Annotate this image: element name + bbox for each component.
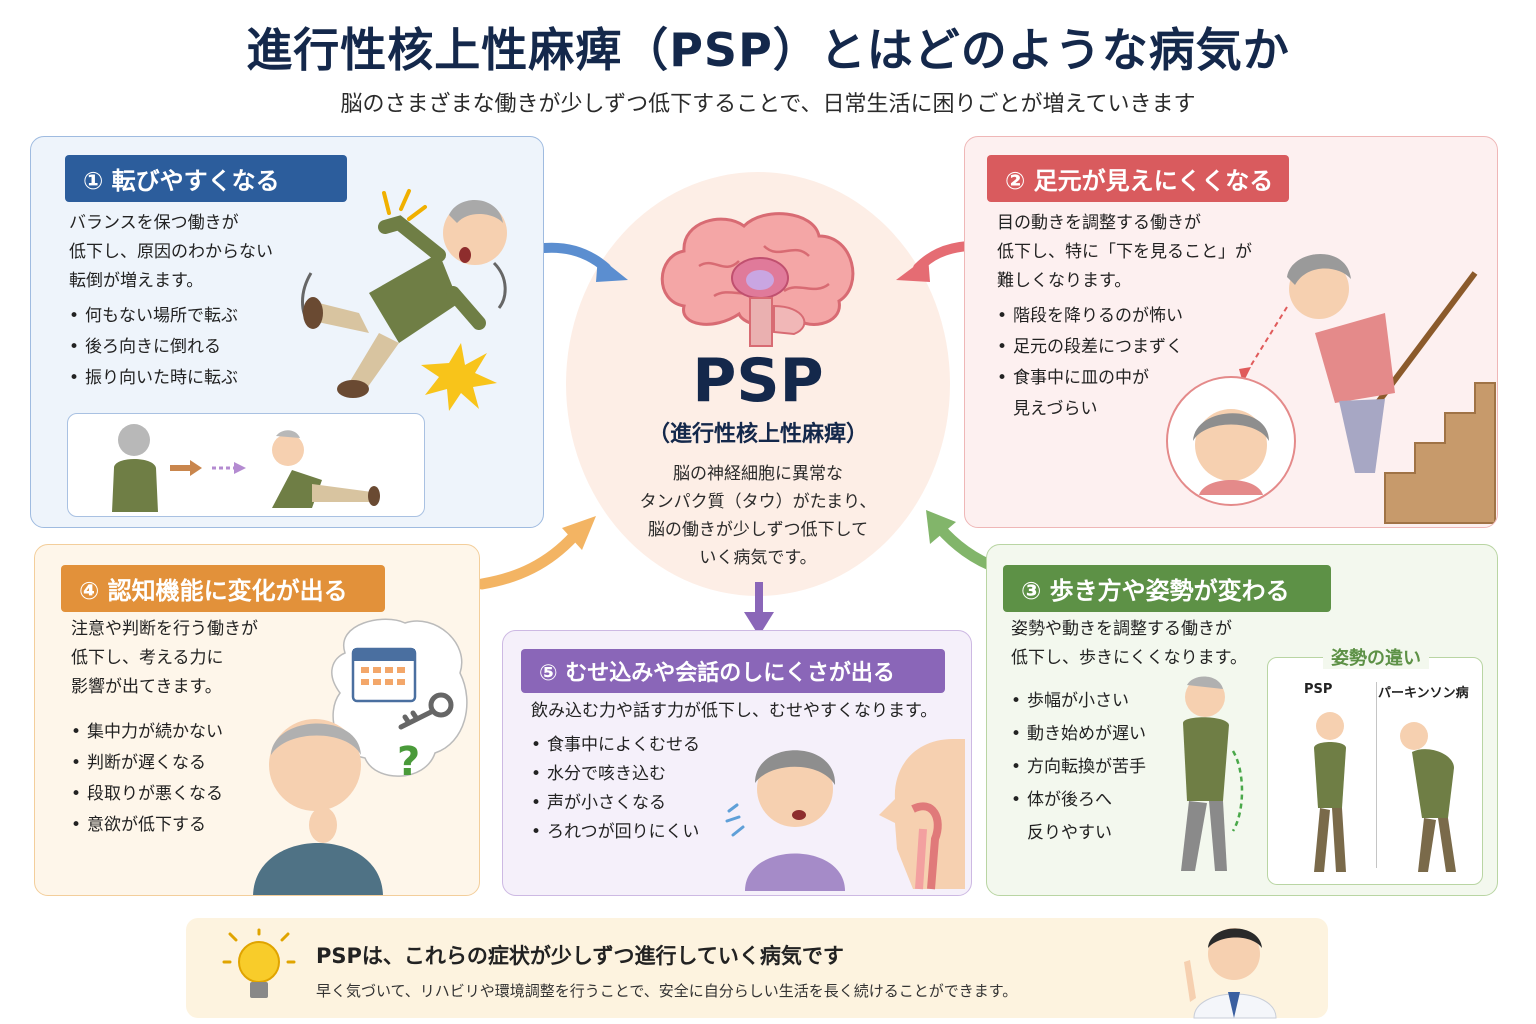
list-item: 集中力が続かない bbox=[71, 717, 223, 748]
arrow-from-panel2 bbox=[896, 241, 973, 282]
posture-comparison: 姿勢の違い PSP パーキンソン病 bbox=[1267, 648, 1483, 885]
list-item: 意欲が低下する bbox=[71, 810, 223, 841]
panel-swallowing-description: 飲み込む力や話す力が低下し、むせやすくなります。 bbox=[531, 701, 938, 721]
standing-man-icon bbox=[112, 424, 158, 512]
summary-banner: PSPは、これらの症状が少しずつ進行していく病気です 早く気づいて、リハビリや環… bbox=[186, 918, 1328, 1019]
list-item: 方向転換が苦手 bbox=[1011, 751, 1146, 784]
list-item: 判断が遅くなる bbox=[71, 748, 223, 779]
panel-cognition-title: ④ 認知機能に変化が出る bbox=[61, 565, 385, 612]
panel-vision-title: ② 足元が見えにくくなる bbox=[987, 155, 1289, 202]
panel-vision-list: 階段を降りるのが怖い 足元の段差につまずく 食事中に皿の中が 見えづらい bbox=[997, 301, 1183, 425]
comparison-title: 姿勢の違い bbox=[1323, 648, 1429, 669]
stairs-woman-illustration bbox=[1239, 253, 1496, 524]
list-item: 歩幅が小さい bbox=[1011, 685, 1146, 718]
panel-gait-list: 歩幅が小さい 動き始めが遅い 方向転換が苦手 体が後ろへ 反りやすい bbox=[1011, 685, 1146, 850]
panel-cognition-list: 集中力が続かない 判断が遅くなる 段取りが悪くなる 意欲が低下する bbox=[71, 717, 223, 841]
summary-sub-text: 早く気づいて、リハビリや環境調整を行うことで、安全に自分らしい生活を長く続けるこ… bbox=[316, 982, 1018, 1000]
panel-swallowing-title: ⑤ むせ込みや会話のしにくさが出る bbox=[521, 649, 945, 693]
woman-closeup-circle bbox=[1166, 376, 1296, 506]
list-item: 食事中に皿の中が 見えづらい bbox=[997, 363, 1183, 425]
list-item: 足元の段差につまずく bbox=[997, 332, 1183, 363]
panel-cognition: ④ 認知機能に変化が出る 注意や判断を行う働きが 低下し、考える力に 影響が出て… bbox=[34, 544, 480, 896]
list-item: 食事中によくむせる bbox=[531, 731, 700, 760]
comparison-label-psp: PSP bbox=[1304, 682, 1333, 697]
center-description: 脳の神経細胞に異常な タンパク質（タウ）がたまり、 脳の働きが少しずつ低下して … bbox=[639, 464, 877, 568]
panel-falls-list: 何もない場所で転ぶ 後ろ向きに倒れる 振り向いた時に転ぶ bbox=[69, 301, 238, 394]
lightbulb-icon bbox=[222, 928, 296, 998]
falling-man-illustration bbox=[301, 189, 507, 411]
list-item: 体が後ろへ 反りやすい bbox=[1011, 784, 1146, 850]
coughing-woman-illustration bbox=[725, 750, 845, 891]
arrow-to-panel5 bbox=[744, 582, 774, 636]
arrow-right-icon bbox=[170, 460, 246, 476]
page-title: 進行性核上性麻痺（PSP）とはどのような病気か bbox=[246, 23, 1290, 77]
summary-main-text: PSPは、これらの症状が少しずつ進行していく病気です bbox=[316, 944, 844, 968]
panel-swallowing: ⑤ むせ込みや会話のしにくさが出る 飲み込む力や話す力が低下し、むせやすくなりま… bbox=[502, 630, 972, 896]
panel-gait: ③ 歩き方や姿勢が変わる 姿勢や動きを調整する働きが 低下し、歩きにくくなります… bbox=[986, 544, 1498, 896]
center-full-name: （進行性核上性麻痺） bbox=[647, 422, 868, 447]
fall-sequence-box bbox=[67, 413, 425, 517]
panel-cognition-description: 注意や判断を行う働きが 低下し、考える力に 影響が出てきます。 bbox=[71, 619, 258, 697]
list-item: 声が小さくなる bbox=[531, 789, 700, 818]
arrow-from-panel1 bbox=[539, 242, 628, 282]
panel-vision: ② 足元が見えにくくなる 目の動きを調整する働きが 低下し、特に「下を見ること」… bbox=[964, 136, 1498, 528]
page-subtitle: 脳のさまざまな働きが少しずつ低下することで、日常生活に困りごとが増えていきます bbox=[340, 92, 1196, 117]
panel-falls-description: バランスを保つ働きが 低下し、原因のわからない 転倒が増えます。 bbox=[69, 213, 273, 291]
brain-icon bbox=[660, 212, 855, 347]
panel-swallowing-list: 食事中によくむせる 水分で咳き込む 声が小さくなる ろれつが回りにくい bbox=[531, 731, 700, 847]
comparison-label-parkinson: パーキンソン病 bbox=[1378, 686, 1469, 701]
list-item: 何もない場所で転ぶ bbox=[69, 301, 238, 332]
leaning-man-illustration bbox=[1181, 676, 1244, 871]
list-item: 動き始めが遅い bbox=[1011, 718, 1146, 751]
throat-diagram bbox=[879, 739, 965, 890]
thinking-man-illustration bbox=[253, 719, 383, 895]
center-abbr: PSP bbox=[692, 346, 824, 416]
list-item: 振り向いた時に転ぶ bbox=[69, 363, 238, 394]
calendar-icon bbox=[351, 647, 417, 703]
panel-gait-title: ③ 歩き方や姿勢が変わる bbox=[1003, 565, 1331, 612]
comparison-divider bbox=[1376, 682, 1377, 868]
list-item: 階段を降りるのが怖い bbox=[997, 301, 1183, 332]
fallen-man-icon bbox=[272, 430, 380, 508]
list-item: 段取りが悪くなる bbox=[71, 779, 223, 810]
parkinson-posture-figure bbox=[1400, 722, 1456, 872]
key-icon bbox=[398, 692, 454, 730]
list-item: 水分で咳き込む bbox=[531, 760, 700, 789]
list-item: 後ろ向きに倒れる bbox=[69, 332, 238, 363]
question-mark-icon: ? bbox=[397, 739, 421, 785]
arrow-from-panel4 bbox=[476, 516, 596, 590]
panel-gait-description: 姿勢や動きを調整する働きが 低下し、歩きにくくなります。 bbox=[1011, 619, 1247, 668]
panel-falls-title: ① 転びやすくなる bbox=[65, 155, 347, 202]
psp-posture-figure bbox=[1314, 712, 1346, 872]
list-item: ろれつが回りにくい bbox=[531, 818, 700, 847]
panel-falls: ① 転びやすくなる バランスを保つ働きが 低下し、原因のわからない 転倒が増えま… bbox=[30, 136, 544, 528]
panel-vision-description: 目の動きを調整する働きが 低下し、特に「下を見ること」が 難しくなります。 bbox=[997, 213, 1252, 291]
doctor-illustration bbox=[1184, 928, 1277, 1019]
